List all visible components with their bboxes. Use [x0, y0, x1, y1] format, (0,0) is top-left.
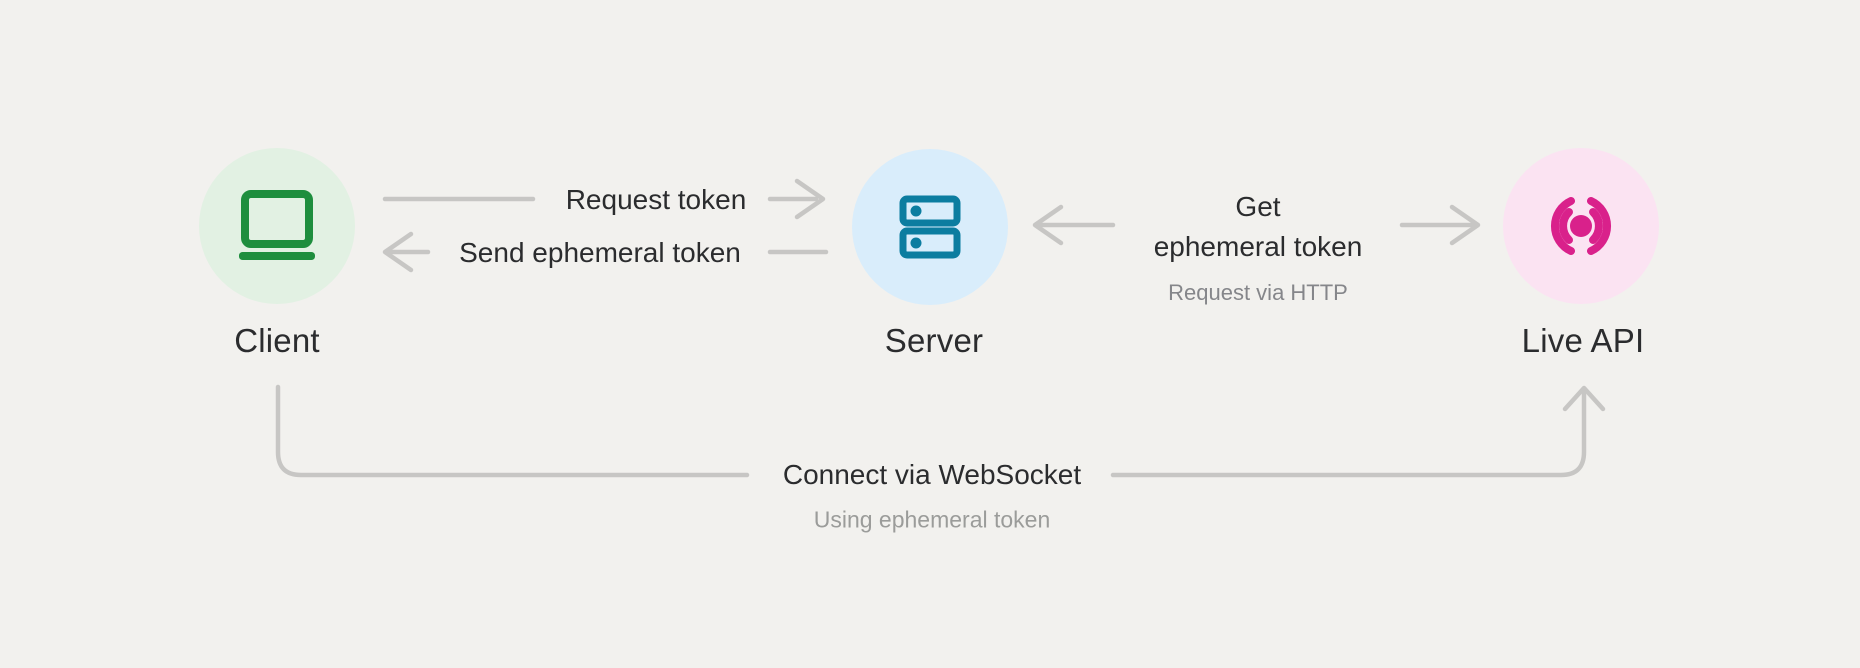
client-node — [199, 148, 355, 304]
request-via-http-sublabel: Request via HTTP — [1168, 280, 1348, 305]
using-ephemeral-token-sublabel: Using ephemeral token — [813, 506, 1051, 533]
server-label: Server — [884, 322, 984, 359]
request-token-arrow — [382, 178, 826, 220]
server-node — [852, 149, 1008, 305]
live-api-node — [1503, 148, 1659, 304]
get-ephemeral-token-label-line1: Get — [1235, 191, 1281, 222]
client-label: Client — [234, 322, 320, 359]
get-ephemeral-token-label: Get ephemeral token — [1154, 187, 1363, 267]
get-ephemeral-token-arrows — [1032, 204, 1481, 246]
send-ephemeral-token-arrow — [382, 231, 829, 273]
server-icon — [899, 195, 961, 259]
laptop-icon — [239, 190, 315, 260]
send-ephemeral-token-label: Send ephemeral token — [459, 237, 741, 268]
connect-websocket-path — [275, 384, 1606, 478]
connect-websocket-label: Connect via WebSocket — [782, 459, 1082, 490]
broadcast-icon — [1551, 197, 1611, 255]
request-token-label: Request token — [565, 184, 747, 215]
live-api-label: Live API — [1521, 322, 1645, 359]
get-ephemeral-token-label-line2: ephemeral token — [1153, 231, 1363, 262]
